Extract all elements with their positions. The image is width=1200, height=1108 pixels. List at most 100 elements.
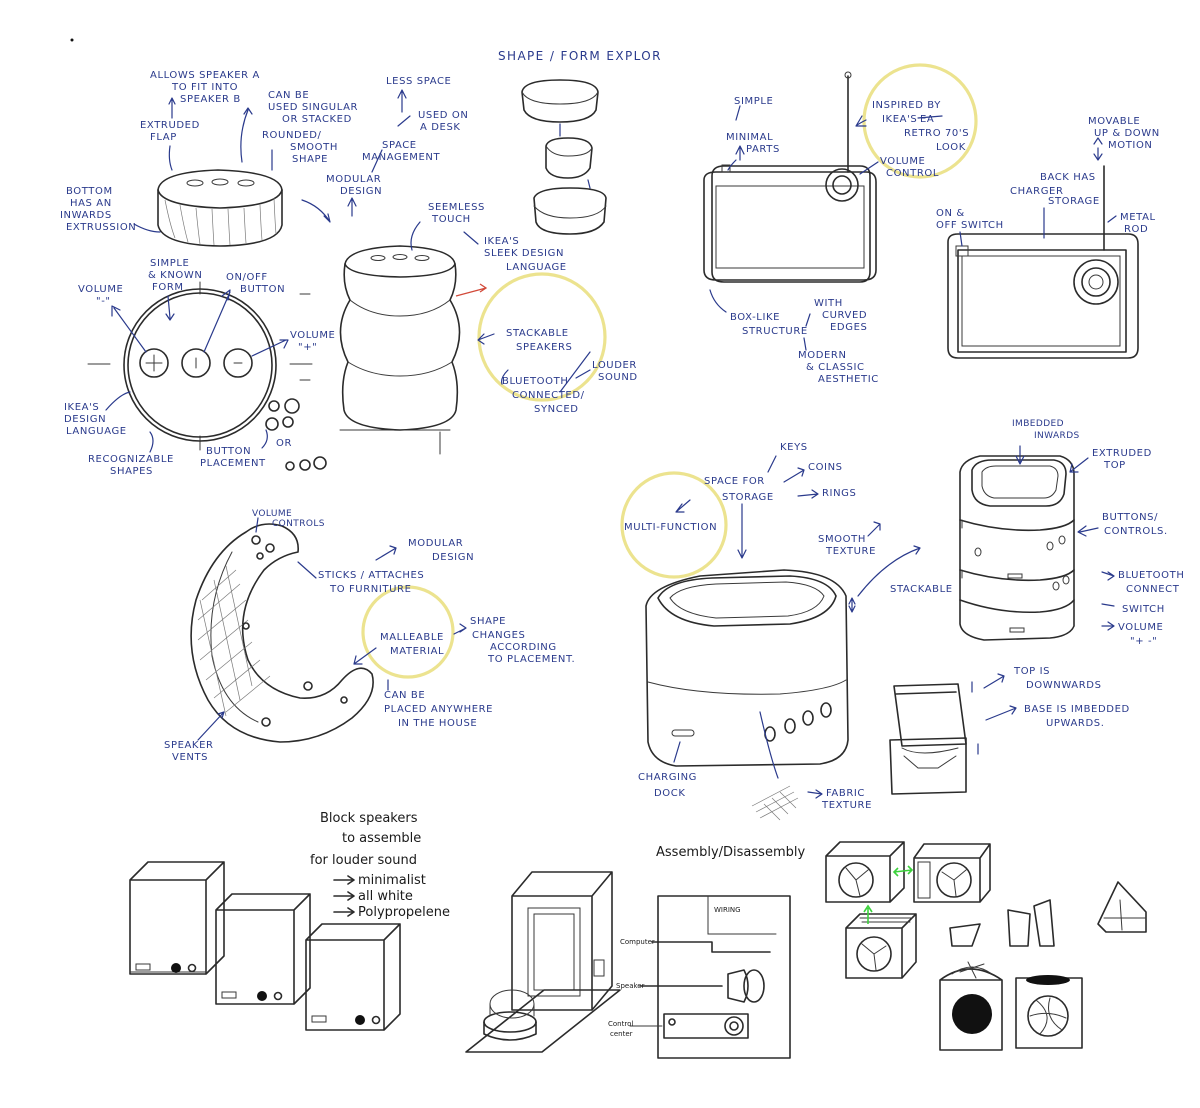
stack-note-synced: SYNCED [534,404,579,415]
tower-note-volume: VOLUME [1118,622,1163,633]
puck-note-stacked: OR STACKED [282,114,352,125]
stack-note-ikeas: IKEA'S [484,236,519,247]
puck-note-desk: A DESK [420,122,461,133]
arc-note-vents: VENTS [172,752,208,763]
block-note-minimalist: minimalist [358,873,426,888]
sheet-title: SHAPE / FORM EXPLOR [498,49,662,63]
stacked-speaker-sketch [299,245,461,455]
puck-note-management: MANAGEMENT [362,152,441,163]
cube-note-charging: CHARGING [638,772,697,783]
puck-note-less-space: LESS SPACE [386,76,451,87]
radio-back-sketch [947,165,1139,359]
cube-note-fabric: FABRIC [826,788,865,799]
block-annotations: Block speakers to assemble for louder so… [310,811,450,920]
form-exploration-sketches [521,79,607,235]
radio-note-updown: UP & DOWN [1094,128,1160,139]
cube-note-keys: KEYS [780,442,808,453]
radio-front-sketch [703,71,877,283]
arc-speaker-sketch [190,523,374,743]
block-note-material: Polypropelene [358,905,450,920]
top-note-button-placement: BUTTON [206,446,251,457]
arc-note-controls: CONTROLS [272,519,325,529]
tower-note-switch: SWITCH [1122,604,1165,615]
top-note-placement: PLACEMENT [200,458,266,469]
tower-note-upwards: UPWARDS. [1046,718,1105,729]
radio-note-boxlike: BOX-LIKE [730,312,780,323]
puck-speaker-sketch [157,169,283,247]
arc-note-volume: VOLUME [252,509,292,519]
radio-note-curved: CURVED [822,310,867,321]
cube-note-fabric-texture: TEXTURE [821,800,872,811]
arc-note-placed: PLACED ANYWHERE [384,704,493,715]
tower-note-connect: CONNECT [1126,584,1180,595]
highlight-multi-function [620,471,728,579]
radio-note-ikeas: IKEA'S [882,114,917,125]
tower-stack-sketch [959,455,1075,641]
puck-note-shape: SHAPE [292,154,328,165]
top-note-or: OR [276,438,292,449]
top-note-button: BUTTON [240,284,285,295]
stack-note-seemless: SEEMLESS [428,202,485,213]
cube-note-storage: STORAGE [722,492,774,503]
arc-note-malleable: MALLEABLE [380,632,444,643]
modular-cubes-sketch [825,841,1147,1051]
cube-note-smooth: SMOOTH [818,534,866,545]
arc-note-sticks: STICKS / ATTACHES [318,570,424,581]
radio-note-look: LOOK [936,142,966,153]
radio-note-aesthetic: AESTHETIC [818,374,879,385]
top-note-minus: "-" [96,296,111,307]
tower-note-extruded: EXTRUDED [1092,448,1152,459]
arc-note-changes: CHANGES [472,630,525,641]
puck-note-modular: MODULAR [326,174,381,185]
assembly-note-control: Control [608,1020,633,1028]
radio-note-simple: SIMPLE [734,96,773,107]
puck-note-flap: FLAP [150,132,177,143]
puck-note-space: SPACE [382,140,417,151]
cube-connection-arrows [863,865,914,924]
tower-part-sketch [889,683,967,795]
cube-annotations: KEYS SPACE FOR STORAGE COINS RINGS MULTI… [624,442,953,811]
top-note-known: & KNOWN [148,270,202,281]
stack-note-bluetooth: BLUETOOTH [502,376,568,387]
radio-note-classic: & CLASSIC [806,362,865,373]
block-note-white: all white [358,889,413,904]
stack-note-stackable: STACKABLE [506,328,569,339]
top-note-language: LANGUAGE [66,426,127,437]
stack-note-louder: LOUDER [592,360,637,371]
stack-note-sound: SOUND [598,372,638,383]
highlight-malleable [361,585,455,679]
puck-note-extrussion: EXTRUSSION [66,222,136,233]
highlight-stackable [477,272,607,402]
puck-note-fit: TO FIT INTO [171,82,238,93]
radio-note-modern: MODERN [798,350,847,361]
radio-note-control: CONTROL [886,168,939,179]
top-note-recognizable: RECOGNIZABLE [88,454,174,465]
stack-note-language: LANGUAGE [506,262,567,273]
puck-note-can-be: CAN BE [268,90,309,101]
top-note-simple: SIMPLE [150,258,189,269]
radio-note-volume: VOLUME [880,156,925,167]
radio-note-metal: METAL [1120,212,1156,223]
radio-note-on-and: ON & [936,208,965,219]
tower-note-imbedded: IMBEDDED [1012,419,1064,429]
arc-note-placement: TO PLACEMENT. [487,654,575,665]
radio-note-charger: CHARGER [1010,186,1064,197]
puck-note-rounded: ROUNDED/ [262,130,322,141]
assembly-note-title: Assembly/Disassembly [656,845,805,860]
tower-note-plus-minus: "+ -" [1130,636,1157,647]
arc-note-according: ACCORDING [490,642,557,653]
stack-note-connected: CONNECTED/ [512,390,585,401]
puck-note-speaker-b: SPEAKER B [180,94,241,105]
radio-note-minimal: MINIMAL [726,132,773,143]
assembly-note-wiring: WIRING [714,906,741,914]
block-note-louder: for louder sound [310,853,417,868]
cube-note-stackable: STACKABLE [890,584,953,595]
tower-annotations: IMBEDDED INWARDS EXTRUDED TOP BUTTONS/ C… [971,419,1184,755]
puck-note-design: DESIGN [340,186,382,197]
tower-note-downwards: DOWNWARDS [1026,680,1102,691]
radio-note-movable: MOVABLE [1088,116,1140,127]
arc-note-speaker: SPEAKER [164,740,214,751]
tower-note-inwards: INWARDS [1034,431,1080,441]
arc-note-shape: SHAPE [470,616,506,627]
